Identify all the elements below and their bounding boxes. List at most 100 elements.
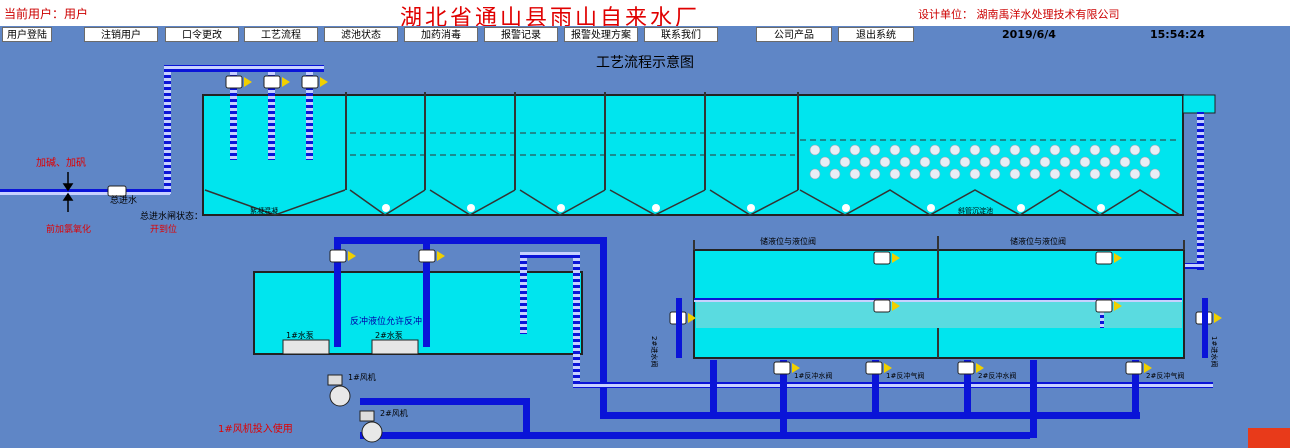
clear-water-tank: 反冲液位允许反冲 1#水泵 2#水泵 xyxy=(253,237,1213,417)
inlet-header-pipe xyxy=(164,65,324,72)
add-alkali-label: 加碱、加矾 xyxy=(36,157,86,169)
filter-valve-icon[interactable] xyxy=(873,251,900,265)
fan-air-pipe xyxy=(523,398,530,438)
tank-right-label: 储液位与液位阀 xyxy=(1010,236,1066,246)
pump-pipe xyxy=(334,237,341,347)
menu-process-button[interactable]: 工艺流程 xyxy=(244,27,318,42)
pump1-icon[interactable] xyxy=(282,339,330,355)
pre-chlorine-label: 前加氯氧化 xyxy=(46,223,91,235)
pump-valve-icon[interactable] xyxy=(329,249,356,263)
sludge-outlet xyxy=(747,204,755,212)
menu-alarm-handling-button[interactable]: 报警处理方案 xyxy=(564,27,638,42)
valve-right-label: 1#进水阀 xyxy=(1210,336,1219,367)
sludge-outlet xyxy=(1017,204,1025,212)
company-logo xyxy=(1248,428,1290,448)
main-inlet-gate-label: 总进水闸状态： xyxy=(140,210,203,222)
hopper-bottoms xyxy=(204,189,1181,216)
menu-dosing-button[interactable]: 加药消毒 xyxy=(404,27,478,42)
main-inlet-label: 总进水 xyxy=(110,194,137,206)
valve-left-label: 2#进水阀 xyxy=(650,336,659,367)
menu-password-button[interactable]: 口令更改 xyxy=(165,27,239,42)
backwash-down-pipe xyxy=(600,237,607,417)
menu-products-button[interactable]: 公司产品 xyxy=(756,27,832,42)
inlet-riser-pipe xyxy=(164,68,171,194)
dosing-arrows xyxy=(62,172,74,212)
inlet-pipe xyxy=(0,189,170,195)
side-valve-icon[interactable] xyxy=(669,311,696,325)
val1-label: 1#反冲水阀 xyxy=(794,371,832,380)
sludge-outlet xyxy=(927,204,935,212)
pump2-label: 2#水泵 xyxy=(375,330,403,340)
diffuser-pipe xyxy=(306,70,313,160)
inlet-valve-icon[interactable] xyxy=(301,75,328,89)
pump1-label: 1#水泵 xyxy=(286,330,314,340)
backwash-valve-icon[interactable] xyxy=(1125,361,1152,375)
design-unit-label: 设计单位： 湖南禹洋水处理技术有限公司 xyxy=(918,8,1120,21)
fan1-label: 1#风机 xyxy=(348,372,376,382)
menu-login-button[interactable]: 用户登陆 xyxy=(2,27,52,42)
filter-valve-icon[interactable] xyxy=(1095,299,1122,313)
mix-zone-label: 絮凝混凝 xyxy=(250,206,278,215)
blowers: 1#风机 2#风机 1#风机投入使用 xyxy=(218,372,408,443)
filter-beds: 储液位与液位阀 储液位与液位阀 xyxy=(669,236,1222,359)
sludge-outlet xyxy=(557,204,565,212)
val2-label: 1#反冲气阀 xyxy=(886,371,924,380)
menu-bar: 用户登陆 注销用户 口令更改 工艺流程 滤池状态 加药消毒 报警记录 报警处理方… xyxy=(0,26,1290,44)
diagram-title: 工艺流程示意图 xyxy=(596,54,694,71)
current-user-label: 当前用户：用户 xyxy=(4,7,89,21)
diffuser-pipe xyxy=(268,70,275,160)
pump-valve-icon[interactable] xyxy=(418,249,445,263)
side-valve-icon[interactable] xyxy=(1195,311,1222,325)
fan-note-label: 1#风机投入使用 xyxy=(218,422,293,435)
sedimentation-basin xyxy=(202,92,1216,216)
sludge-outlet xyxy=(842,204,850,212)
val3-label: 2#反冲水阀 xyxy=(978,371,1016,380)
backwash-valve-icon[interactable] xyxy=(773,361,800,375)
filter-valve-icon[interactable] xyxy=(1095,251,1122,265)
filter-lateral xyxy=(694,298,1182,302)
tank-left-label: 储液位与液位阀 xyxy=(760,236,816,246)
open-position-label: 开到位 xyxy=(150,223,177,235)
air-pipe xyxy=(520,252,527,334)
menu-contact-button[interactable]: 联系我们 xyxy=(644,27,718,42)
pump-pipe xyxy=(423,237,430,347)
menu-logout-button[interactable]: 注销用户 xyxy=(84,27,158,42)
sludge-outlet xyxy=(467,204,475,212)
sludge-outlet xyxy=(382,204,390,212)
menu-alarm-log-button[interactable]: 报警记录 xyxy=(484,27,558,42)
fan2-label: 2#风机 xyxy=(380,408,408,418)
val4-label: 2#反冲气阀 xyxy=(1146,371,1184,380)
filter-valve-icon[interactable] xyxy=(873,299,900,313)
sludge-outlet xyxy=(652,204,660,212)
diffuser-pipe xyxy=(230,70,237,160)
menu-filter-status-button[interactable]: 滤池状态 xyxy=(324,27,398,42)
backwash-valve-icon[interactable] xyxy=(957,361,984,375)
fan-air-pipe xyxy=(360,398,530,405)
date-display: 2019/6/4 xyxy=(1002,28,1056,41)
menu-exit-button[interactable]: 退出系统 xyxy=(838,27,914,42)
sludge-outlet xyxy=(1097,204,1105,212)
incline-zone-label: 斜管沉淀池 xyxy=(958,206,993,215)
valves xyxy=(107,75,328,197)
air-pipe xyxy=(520,252,580,258)
inlet-valve-icon[interactable] xyxy=(263,75,290,89)
fan1-icon[interactable] xyxy=(327,374,351,407)
air-pipe xyxy=(573,252,580,387)
main-inlet-valve-icon[interactable] xyxy=(107,185,127,197)
backwash-header-pipe xyxy=(334,237,604,244)
backwash-label: 反冲液位允许反冲 xyxy=(350,315,422,327)
outlet-tank xyxy=(1182,94,1216,114)
backwash-valve-icon[interactable] xyxy=(865,361,892,375)
fan-air-pipe xyxy=(360,432,1030,439)
outlet-drop-pipe xyxy=(1197,112,1204,270)
inlet-valve-icon[interactable] xyxy=(225,75,252,89)
backwash-pipes: 1#反冲水阀 1#反冲气阀 2#反冲水阀 2#反冲气阀 xyxy=(360,360,1184,439)
backwash-bottom-pipe xyxy=(600,412,1140,419)
fan2-icon[interactable] xyxy=(359,410,383,443)
air-header-pipe xyxy=(573,382,1213,388)
pump2-icon[interactable] xyxy=(371,339,419,355)
inclined-tube-media xyxy=(809,144,1161,180)
time-display: 15:54:24 xyxy=(1150,28,1205,41)
